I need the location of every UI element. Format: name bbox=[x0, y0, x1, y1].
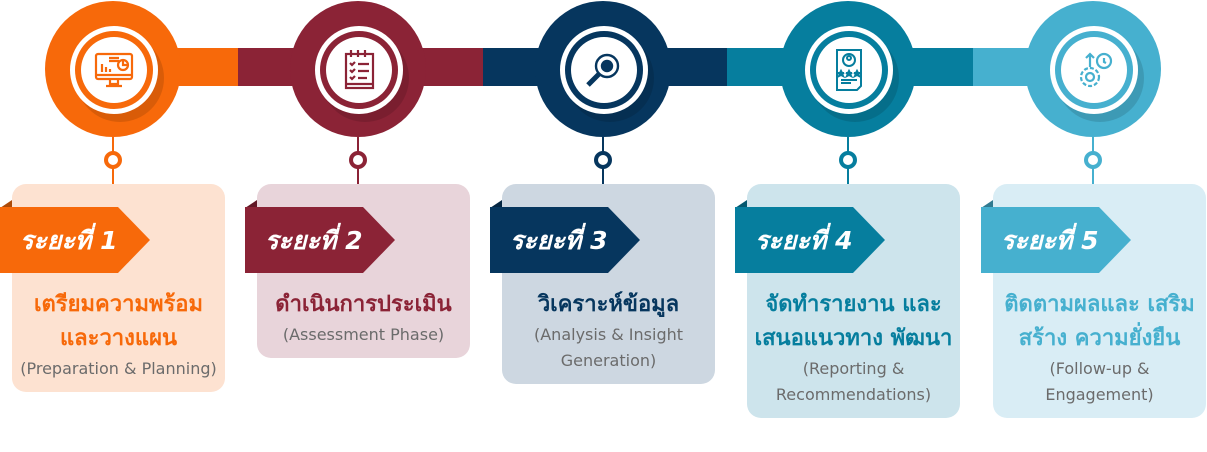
phase-title: ติดตามผลและ เสริมสร้าง ความยั่งยืน bbox=[1004, 292, 1195, 351]
icon-ring bbox=[315, 26, 403, 114]
gear-growth-icon bbox=[1061, 37, 1127, 103]
icon-ring bbox=[1050, 26, 1138, 114]
flag-fold bbox=[490, 200, 502, 208]
phase-title: จัดทำรายงาน และเสนอแนวทาง พัฒนา bbox=[754, 292, 953, 351]
phase-subtitle: (Preparation & Planning) bbox=[20, 359, 217, 378]
connector-node bbox=[1084, 151, 1102, 169]
phase-circle bbox=[1025, 1, 1161, 137]
flag-fold bbox=[245, 200, 257, 208]
phase-label: ระยะที่ 5 bbox=[1001, 226, 1099, 255]
phase-title: วิเคราะห์ข้อมูล bbox=[537, 292, 680, 317]
phase-label-flag: ระยะที่ 3 bbox=[490, 207, 640, 273]
phase-label: ระยะที่ 1 bbox=[20, 226, 118, 255]
icon-ring bbox=[70, 26, 158, 114]
phase-card: ระยะที่ 2 ดำเนินการประเมิน (Assessment P… bbox=[245, 184, 470, 358]
phase-label-flag: ระยะที่ 2 bbox=[245, 207, 395, 273]
phase-label: ระยะที่ 4 bbox=[755, 226, 853, 255]
icon-ring bbox=[560, 26, 648, 114]
phase-title: เตรียมความพร้อม และวางแผน bbox=[34, 292, 203, 351]
checklist-icon bbox=[326, 37, 392, 103]
report-icon bbox=[816, 37, 882, 103]
flag-fold bbox=[981, 200, 993, 208]
connector-node bbox=[104, 151, 122, 169]
phase-subtitle: (Analysis & Insight Generation) bbox=[533, 325, 684, 370]
phase-card: ระยะที่ 3 วิเคราะห์ข้อมูล (Analysis & In… bbox=[490, 184, 715, 384]
phase-title: ดำเนินการประเมิน bbox=[275, 292, 452, 317]
icon-ring bbox=[805, 26, 893, 114]
phase-circle bbox=[535, 1, 671, 137]
phase-subtitle: (Follow-up & Engagement) bbox=[1045, 359, 1154, 404]
magnifier-icon bbox=[571, 37, 637, 103]
phase-subtitle: (Reporting & Recommendations) bbox=[775, 359, 932, 404]
monitor-chart-icon bbox=[81, 37, 147, 103]
phase-card: ระยะที่ 4 จัดทำรายงาน และเสนอแนวทาง พัฒน… bbox=[735, 184, 960, 418]
phase-label-flag: ระยะที่ 4 bbox=[735, 207, 885, 273]
phase-label: ระยะที่ 2 bbox=[265, 226, 363, 255]
connector-node bbox=[839, 151, 857, 169]
flag-fold bbox=[735, 200, 747, 208]
phase-circle bbox=[45, 1, 181, 137]
phase-circle bbox=[780, 1, 916, 137]
phase-label-flag: ระยะที่ 5 bbox=[981, 207, 1131, 273]
phase-label-flag: ระยะที่ 1 bbox=[0, 207, 150, 273]
connector-node bbox=[349, 151, 367, 169]
connector-node bbox=[594, 151, 612, 169]
phase-circle bbox=[290, 1, 426, 137]
flag-fold bbox=[0, 200, 12, 208]
phase-card: ระยะที่ 1 เตรียมความพร้อม และวางแผน (Pre… bbox=[0, 184, 225, 392]
phase-card: ระยะที่ 5 ติดตามผลและ เสริมสร้าง ความยั่… bbox=[981, 184, 1206, 418]
phase-label: ระยะที่ 3 bbox=[510, 226, 608, 255]
phase-subtitle: (Assessment Phase) bbox=[282, 325, 445, 344]
